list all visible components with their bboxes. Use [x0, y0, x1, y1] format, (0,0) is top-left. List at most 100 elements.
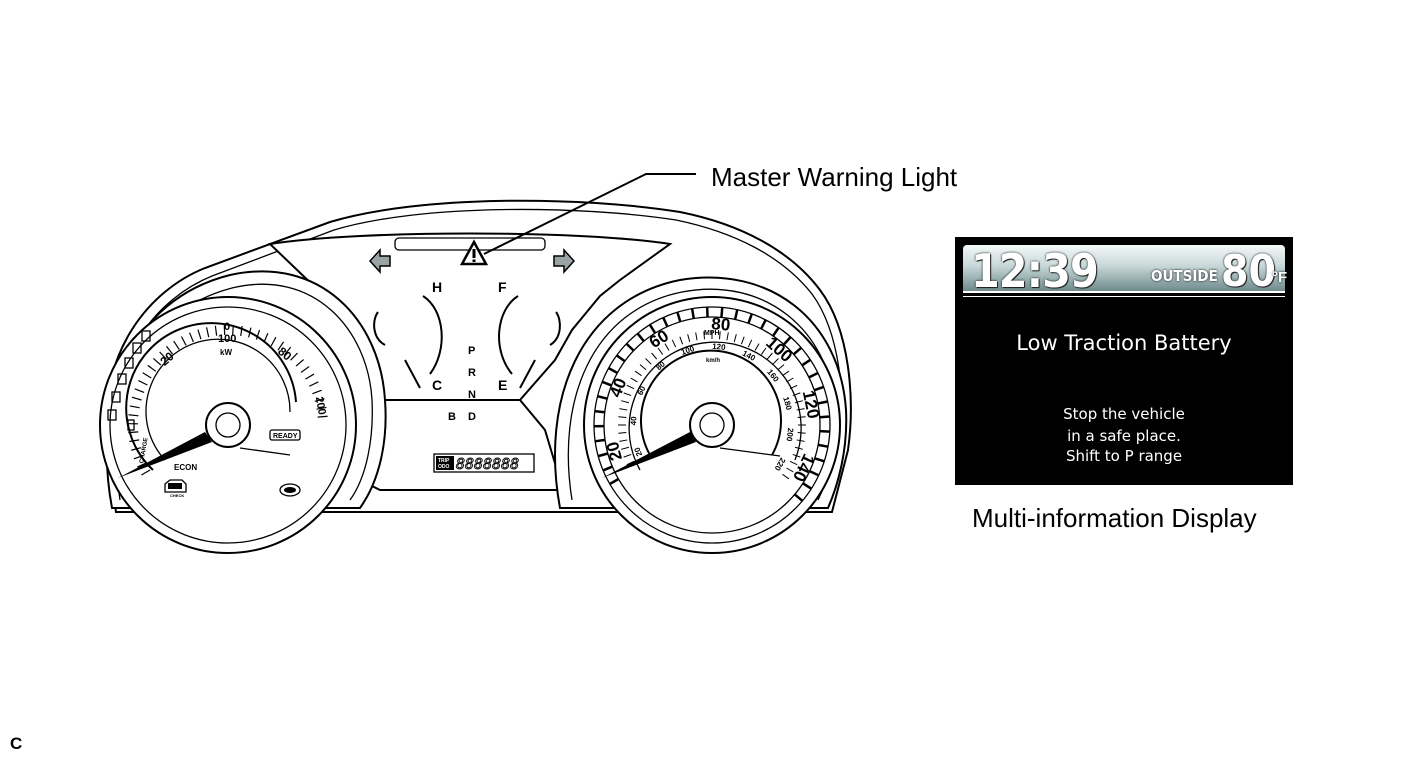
kmh-tick-180: 180 — [781, 396, 793, 412]
power-meter-tick — [300, 366, 310, 373]
fuel-full-label: F — [498, 279, 507, 295]
shift-r: R — [468, 367, 476, 379]
power-meter-tick — [128, 431, 139, 434]
power-meter-tick — [131, 447, 142, 451]
speedometer-inner-tick — [626, 384, 635, 390]
speedometer-outer-tick — [602, 465, 613, 472]
power-meter-tick — [129, 405, 140, 409]
speedometer-inner-tick — [772, 358, 779, 365]
speedometer-inner-tick — [695, 332, 698, 341]
speedometer-inner-tick — [794, 400, 803, 404]
speedometer-inner-tick — [679, 336, 684, 345]
speedometer-outer-tick — [608, 367, 618, 375]
speedometer-inner-tick — [634, 370, 642, 377]
right-arrow-icon — [553, 248, 576, 274]
power-meter-tick — [316, 406, 327, 410]
master-warning-label: Master Warning Light — [711, 162, 958, 192]
speedometer-outer-tick — [793, 493, 804, 502]
odometer-trip-label: TRIP — [438, 458, 450, 464]
power-tick-100: 100 — [218, 333, 236, 345]
speedometer-outer-tick — [817, 400, 828, 405]
power-meter-tick — [290, 352, 298, 361]
center-panel-lower — [358, 399, 561, 491]
check-label: CHECK — [170, 493, 184, 498]
power-charge-label: CHARGE — [139, 437, 149, 464]
power-meter-tick — [295, 359, 305, 367]
power-meter-tick — [142, 372, 152, 379]
power-meter-tick — [305, 373, 315, 380]
speedometer-outer-tick — [648, 324, 657, 334]
shift-p: P — [468, 345, 475, 357]
speedometer-outer-tick — [813, 385, 825, 392]
speedometer-inner-tick — [792, 392, 801, 397]
power-meter-tick — [173, 340, 180, 350]
outside-temp-unit: °F — [1272, 269, 1288, 286]
speedometer-inner-tick — [740, 336, 745, 345]
master-warning-leader-line — [483, 173, 696, 255]
speedometer-inner-tick — [789, 384, 798, 390]
power-meter-tick — [129, 439, 140, 443]
mph-tick-80: 80 — [711, 314, 732, 335]
speedometer-inner-tick — [747, 339, 753, 348]
power-meter-tick — [188, 332, 194, 343]
power-meter-dial: 20 100 0 80 200 kW CHARGE ECON READY CHE… — [99, 270, 387, 554]
speedometer-inner-tick — [777, 364, 785, 371]
power-meter-tick — [138, 380, 148, 386]
power-meter-tick — [312, 389, 322, 395]
speedometer-outer-tick — [814, 457, 825, 463]
speedometer-inner-tick — [789, 460, 798, 466]
warning-triangle-icon — [459, 239, 489, 266]
odometer-digits: 8888888 — [456, 455, 519, 473]
display-header: 12:39 OUTSIDE 80 °F — [963, 245, 1288, 297]
speedometer-inner-tick — [657, 347, 664, 355]
speedometer-outer-tick — [772, 326, 780, 337]
econ-label: ECON — [174, 463, 197, 472]
coolant-temp-gauge: H C — [373, 279, 443, 393]
power-meter-tick — [133, 454, 144, 460]
speedometer-inner-tick — [786, 377, 794, 383]
kmh-tick-200: 200 — [784, 427, 795, 442]
kmh-tick-60: 60 — [636, 384, 648, 396]
odometer-odo-label: ODO — [438, 464, 450, 470]
power-meter-tick — [165, 345, 174, 355]
power-meter-tick — [159, 351, 167, 360]
power-meter-tick — [240, 325, 243, 336]
warning-message-line-3: Shift to P range — [1065, 447, 1183, 465]
power-meter-tick — [270, 336, 277, 347]
speedometer-inner-tick — [623, 392, 632, 397]
ready-indicator: READY — [273, 433, 298, 440]
mph-label: MPH — [704, 330, 720, 337]
speedometer-inner-tick — [630, 377, 638, 383]
speedometer-inner-tick — [733, 334, 737, 343]
speedometer-needle — [602, 432, 696, 478]
speedometer-outer-tick — [747, 313, 753, 324]
speedometer-outer-tick — [601, 380, 612, 387]
speedometer-outer-tick — [597, 452, 609, 458]
speedometer-inner-tick — [782, 370, 790, 377]
power-meter-tick — [284, 346, 292, 356]
multi-information-display: 12:39 OUTSIDE 80 °F Low Traction Battery… — [955, 237, 1293, 485]
display-clock: 12:39 — [971, 244, 1099, 298]
power-meter-tick — [205, 327, 210, 338]
odometer-display: TRIP ODO 8888888 — [433, 453, 535, 473]
temp-cold-label: C — [432, 377, 442, 393]
speedometer-outer-tick — [616, 354, 626, 363]
speedometer-inner-tick — [786, 467, 794, 473]
power-meter-tick — [147, 364, 157, 372]
speedometer-outer-tick — [802, 482, 813, 490]
power-meter-tick — [308, 381, 319, 387]
warning-message-title: Low Traction Battery — [1016, 331, 1232, 355]
speedometer-outer-tick — [819, 415, 830, 419]
power-meter-tick — [131, 396, 142, 401]
power-meter-tick — [314, 398, 325, 402]
speedometer-outer-tick — [690, 308, 696, 319]
shift-b: B — [448, 411, 456, 423]
speedometer-outer-tick — [594, 409, 605, 414]
speedometer-outer-tick — [597, 395, 608, 400]
power-meter-needle — [118, 432, 212, 478]
speedometer-outer-tick — [817, 443, 829, 448]
speedometer-inner-tick — [797, 416, 806, 419]
speedometer-inner-tick — [664, 343, 670, 351]
speedometer-inner-tick — [726, 332, 729, 341]
